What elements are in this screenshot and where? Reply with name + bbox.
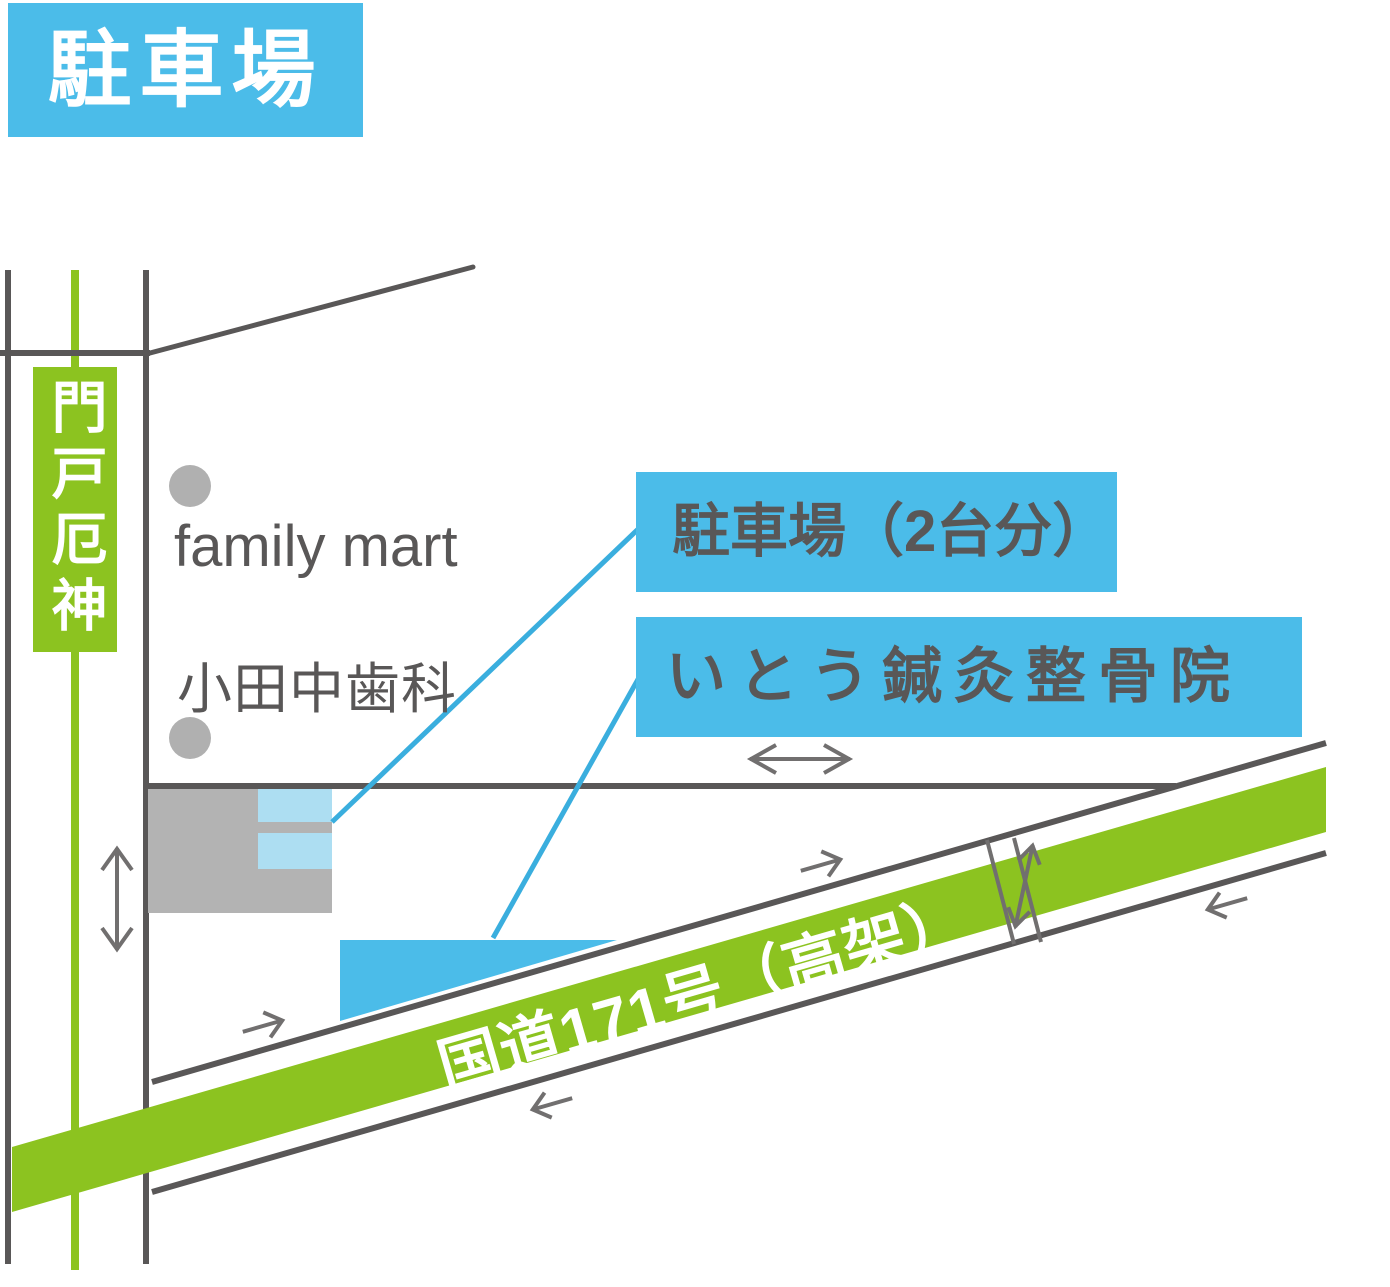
street-top-diagonal [147,264,476,356]
parking-callout: 駐車場（2台分） [636,472,1117,592]
direction-arrow-right-east [800,849,844,878]
direction-arrow-left-west [529,1091,573,1120]
overpass-mark-right [1012,837,1043,943]
two-way-arrow-vertical [100,845,134,953]
clinic-callout: いとう鍼灸整骨院 [636,617,1302,737]
dental-clinic-label: 小田中歯科 [177,658,458,720]
parking-spot-1 [258,789,332,822]
leader-line-clinic [490,638,663,940]
two-way-arrow-horizontal [746,743,854,775]
direction-arrow-right-west [242,1010,286,1039]
two-way-arrow-overpass [1006,842,1042,930]
route171-upper-edge [151,740,1327,1085]
direction-arrow-left-east [1204,891,1248,920]
clinic-building [340,940,617,1021]
parking-spot-2 [258,833,332,869]
overpass-mark-left [985,839,1016,945]
map-title: 駐車場 [8,3,363,137]
leader-line-parking [330,487,682,824]
station-line-label: 門戸厄神 [33,367,117,652]
dental-clinic-dot [169,717,211,759]
route171-lower-edge [151,850,1327,1195]
family-mart-dot [169,465,211,507]
family-mart-label: family mart [174,514,458,579]
